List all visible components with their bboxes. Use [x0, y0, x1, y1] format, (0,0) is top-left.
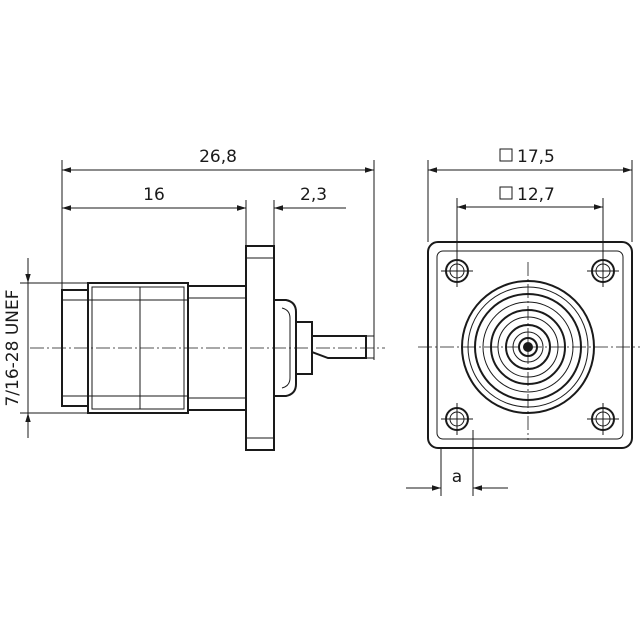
dim-thread: 7/16-28 UNEF — [3, 258, 31, 438]
dim-flange-thickness: 2,3 — [226, 185, 346, 211]
dim-body-length: 16 — [62, 185, 246, 211]
dim-flange-thickness-label: 2,3 — [300, 185, 327, 205]
dim-hole-spacing-label: 12,7 — [517, 185, 555, 205]
dim-overall-length-label: 26,8 — [199, 147, 237, 167]
flange-square-outline — [427, 241, 633, 449]
side-view: 26,8 16 2,3 7/16-28 UNEF — [3, 147, 385, 451]
mounting-hole — [441, 403, 473, 435]
dim-flange-square: 17,5 — [428, 147, 632, 173]
dim-thread-label: 7/16-28 UNEF — [3, 289, 23, 406]
dim-flange-square-label: 17,5 — [517, 147, 555, 167]
dim-body-length-label: 16 — [143, 185, 165, 205]
square-symbol-icon — [499, 186, 513, 200]
dim-hole-offset: a — [406, 467, 508, 491]
square-symbol-icon — [499, 148, 513, 162]
dim-overall-length: 26,8 — [62, 147, 374, 173]
front-view: 17,5 12,7 a — [406, 147, 640, 496]
mounting-hole — [587, 403, 619, 435]
dim-hole-spacing: 12,7 — [457, 185, 603, 210]
dim-hole-offset-label: a — [452, 467, 462, 487]
